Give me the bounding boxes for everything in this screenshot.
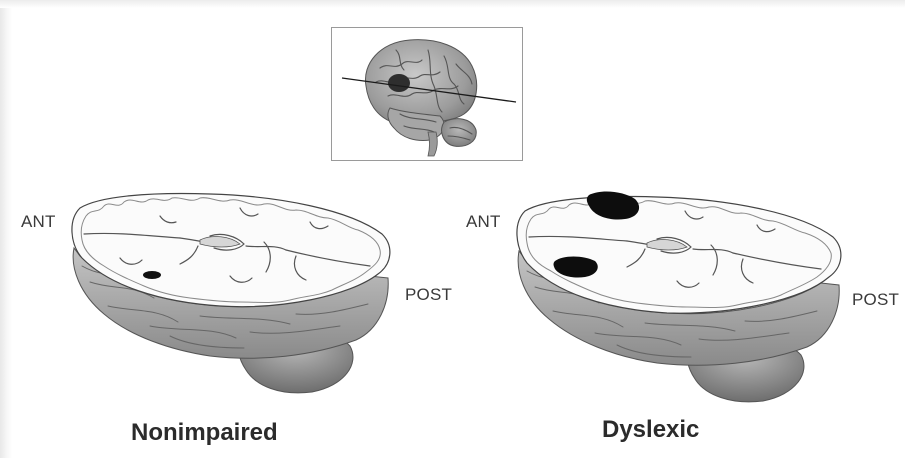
brain-slice-dyslexic xyxy=(505,185,850,413)
caption-nonimpaired: Nonimpaired xyxy=(131,419,278,447)
lateral-brain-illustration xyxy=(332,28,522,160)
slice-illustration-nonimpaired xyxy=(60,186,400,404)
brain-slice-nonimpaired xyxy=(60,186,400,404)
label-post-nonimpaired: POST xyxy=(405,285,452,305)
cerebellum-shape xyxy=(442,119,477,147)
inset-lateral-brain-view xyxy=(331,27,523,161)
label-ant-dyslexic: ANT xyxy=(466,212,501,232)
activation-spot-small xyxy=(143,271,161,279)
highlighted-region xyxy=(388,74,410,92)
label-ant-nonimpaired: ANT xyxy=(21,212,56,232)
caption-dyslexic: Dyslexic xyxy=(602,416,699,444)
label-post-dyslexic: POST xyxy=(852,290,899,310)
scan-edge xyxy=(0,0,12,458)
brainstem-shape xyxy=(428,132,437,156)
scan-edge-top xyxy=(0,0,905,8)
slice-illustration-dyslexic xyxy=(505,185,850,413)
